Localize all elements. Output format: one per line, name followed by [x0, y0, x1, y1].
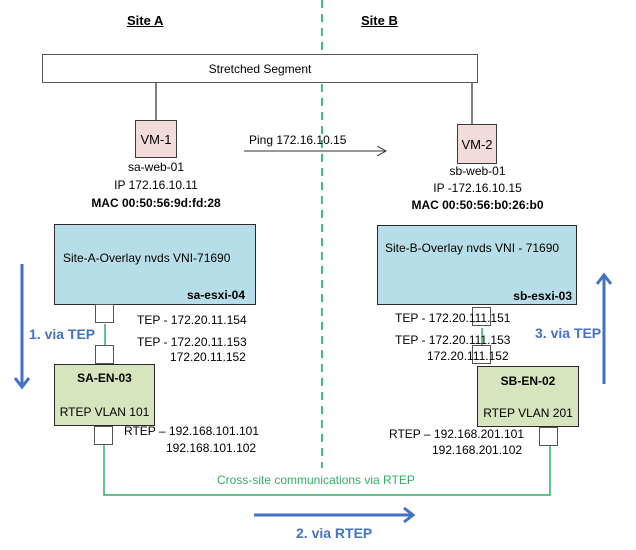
vm1-name: sa-web-01: [127, 160, 185, 174]
edge-a-vlan: RTEP VLAN 101: [59, 405, 150, 419]
flow-step-3-label: 3. via TEP: [535, 325, 602, 341]
stretched-segment-label: Stretched Segment: [208, 62, 312, 76]
host-b-overlay-label: Site-B-Overlay nvds VNI - 71690: [385, 241, 560, 255]
edge-b-node: SB-EN-02 RTEP VLAN 201: [477, 366, 579, 427]
edge-a-rtep-1: RTEP – 192.168.101.101: [124, 424, 259, 438]
edge-b-vlan: RTEP VLAN 201: [483, 406, 573, 420]
edge-a-node: SA-EN-03 RTEP VLAN 101: [54, 364, 155, 426]
edge-b-rtep-2: 192.168.201.102: [432, 443, 523, 457]
vm2-node: VM-2: [457, 124, 497, 164]
edge-a-tep-port: [95, 345, 114, 364]
vm2-mac: MAC 00:50:56:b0:26:b0: [411, 198, 544, 212]
edge-b-tep-2: 172.20.111.152: [427, 349, 509, 363]
host-b-overlay: Site-B-Overlay nvds VNI - 71690 sb-esxi-…: [377, 225, 577, 305]
host-a-tep-port: [95, 304, 114, 323]
vm1-ip: IP 172.16.10.11: [114, 178, 198, 192]
vm2-name: sb-web-01: [449, 164, 506, 178]
edge-b-tep-port: [472, 345, 491, 364]
vm2-label: VM-2: [461, 136, 493, 152]
edge-a-rtep-2: 192.168.101.102: [166, 441, 257, 455]
edge-b-name: SB-EN-02: [500, 374, 556, 388]
ping-label: Ping 172.16.10.15: [249, 133, 347, 147]
flow-arrow-3: [595, 272, 613, 384]
flow-step-1-label: 1. via TEP: [29, 326, 96, 342]
host-a-overlay-label: Site-A-Overlay nvds VNI-71690: [63, 251, 231, 265]
flow-arrow-1: [13, 264, 31, 390]
host-b-tep-port: [472, 307, 491, 326]
vm1-mac: MAC 00:50:56:9d:fd:28: [91, 196, 221, 210]
host-a-tep: TEP - 172.20.11.154: [137, 313, 247, 327]
edge-a-name: SA-EN-03: [77, 371, 132, 385]
site-a-label: Site A: [127, 13, 164, 28]
host-b-name: sb-esxi-03: [513, 289, 572, 303]
edge-b-rtep-port: [539, 427, 558, 446]
vm1-label: VM-1: [140, 131, 172, 147]
edge-a-rtep-port: [94, 426, 113, 445]
edge-a-tep-1: TEP - 172.20.11.153: [137, 335, 247, 349]
host-a-overlay: Site-A-Overlay nvds VNI-71690 sa-esxi-04: [54, 224, 256, 305]
host-b-tep: TEP - 172.20.111.151: [395, 311, 511, 325]
host-a-name: sa-esxi-04: [186, 288, 245, 302]
edge-b-rtep-1: RTEP – 192.168.201.101: [389, 427, 524, 441]
cross-site-label: Cross-site communications via RTEP: [217, 473, 415, 487]
stretched-segment: Stretched Segment: [42, 54, 478, 83]
site-b-label: Site B: [361, 13, 398, 28]
vm1-node: VM-1: [135, 120, 177, 158]
edge-a-tep-2: 172.20.11.152: [170, 350, 246, 364]
vm2-ip: IP -172.16.10.15: [433, 181, 522, 195]
flow-arrow-2: [254, 506, 416, 524]
flow-step-2-label: 2. via RTEP: [296, 525, 373, 541]
rtep-cross-site-link: [103, 445, 551, 496]
edge-b-tep-1: TEP - 172.20.111.153: [395, 333, 511, 347]
